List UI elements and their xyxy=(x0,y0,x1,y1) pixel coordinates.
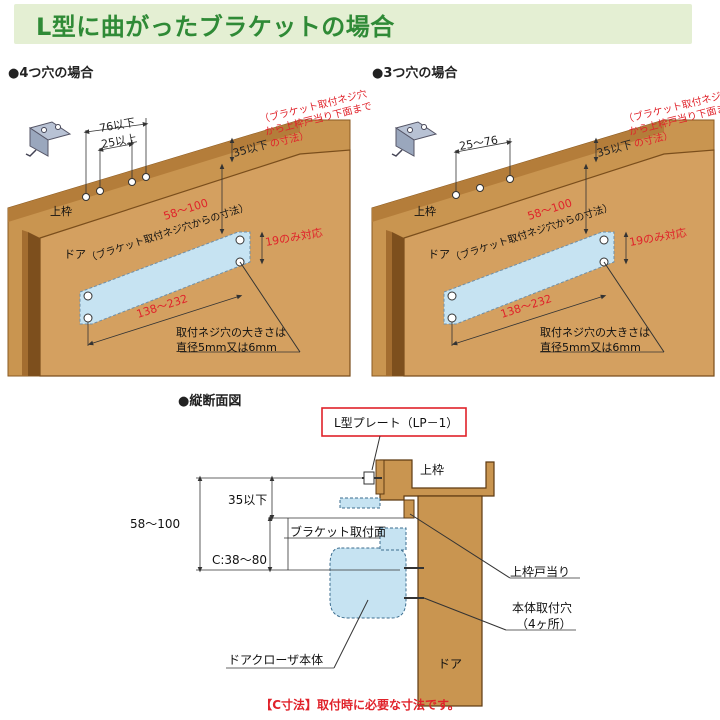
hole-size-line1: 取付ネジ穴の大きさは xyxy=(176,325,286,339)
frame-hole xyxy=(96,187,104,195)
plate-label-box xyxy=(321,407,467,437)
frame-stop xyxy=(22,230,28,376)
frame-hole xyxy=(452,191,460,199)
door-edge xyxy=(28,232,40,376)
hole-size-line1: 取付ネジ穴の大きさは xyxy=(540,325,650,339)
dim-25-76-label: 25～76 xyxy=(458,133,499,153)
label-door: ドア xyxy=(64,248,86,261)
label-door: ドア xyxy=(428,248,450,261)
plate-hole xyxy=(447,291,457,301)
body-holes-line2: （4ヶ所） xyxy=(516,617,572,631)
bracket-icon xyxy=(391,121,438,157)
door-edge xyxy=(392,232,404,376)
plate-hole xyxy=(235,235,245,245)
frame-stop-label: 上枠戸当り xyxy=(510,565,570,579)
bracket-face-label: ブラケット取付面 xyxy=(290,524,386,539)
frame-hole xyxy=(476,184,484,192)
label-door: ドア xyxy=(438,657,462,671)
dim-76-label: 76以下 xyxy=(98,116,136,135)
frame-stop xyxy=(386,230,392,376)
plate-hole xyxy=(83,313,93,323)
dim-58-section: 58～100 xyxy=(130,517,180,531)
footer-note: 【C寸法】取付時に必要な寸法です。 xyxy=(260,698,460,712)
door-section xyxy=(417,495,483,707)
title-bar: L型に曲がったブラケットの場合 xyxy=(14,4,692,44)
frame-hole xyxy=(82,193,90,201)
plate-label: L型プレート（LP－1） xyxy=(334,416,458,430)
bracket-dashed xyxy=(339,497,381,509)
hole-size-line2: 直径5mm又は6mm xyxy=(176,340,277,354)
label-frame: 上枠 xyxy=(420,463,444,477)
label-frame: 上枠 xyxy=(414,204,436,218)
heading-three-holes: ●3つ穴の場合 xyxy=(372,66,458,81)
frame-profile xyxy=(379,459,495,501)
plate-hole xyxy=(599,235,609,245)
dim-35-section: 35以下 xyxy=(228,493,267,507)
page-title: L型に曲がったブラケットの場合 xyxy=(36,13,395,41)
section-view: L型プレート（LP－1） 上枠 ドア 58～100 35以下 ブラケット取付面 xyxy=(130,407,580,707)
plate-hole xyxy=(447,313,457,323)
label-frame: 上枠 xyxy=(50,204,72,218)
frame-hole xyxy=(128,178,136,186)
frame-top-edge xyxy=(8,120,300,222)
frame-stop-profile xyxy=(403,499,415,519)
dim-25-label: 25以上 xyxy=(100,132,138,151)
closer-body xyxy=(329,547,407,619)
frame-hole xyxy=(142,173,150,181)
plate-hole xyxy=(83,291,93,301)
panel-four-holes: 76以下 25以上 35以下 （ブラケット取付ネジ穴 から上枠戸当り下面まで の… xyxy=(7,87,373,377)
panel-three-holes: 25～76 35以下 （ブラケット取付ネジ穴 から上枠戸当り下面まで の寸法） … xyxy=(371,87,720,377)
heading-section: ●縦断面図 xyxy=(178,394,242,409)
body-holes-line1: 本体取付穴 xyxy=(512,600,572,615)
bracket-icon xyxy=(25,121,72,157)
frame-hole xyxy=(506,175,514,183)
hole-size-line2: 直径5mm又は6mm xyxy=(540,340,641,354)
dim-c-label: C:38～80 xyxy=(212,553,267,567)
closer-body-label: ドアクローザ本体 xyxy=(228,653,323,667)
frame-top-edge xyxy=(372,120,664,222)
heading-four-holes: ●4つ穴の場合 xyxy=(8,66,94,81)
